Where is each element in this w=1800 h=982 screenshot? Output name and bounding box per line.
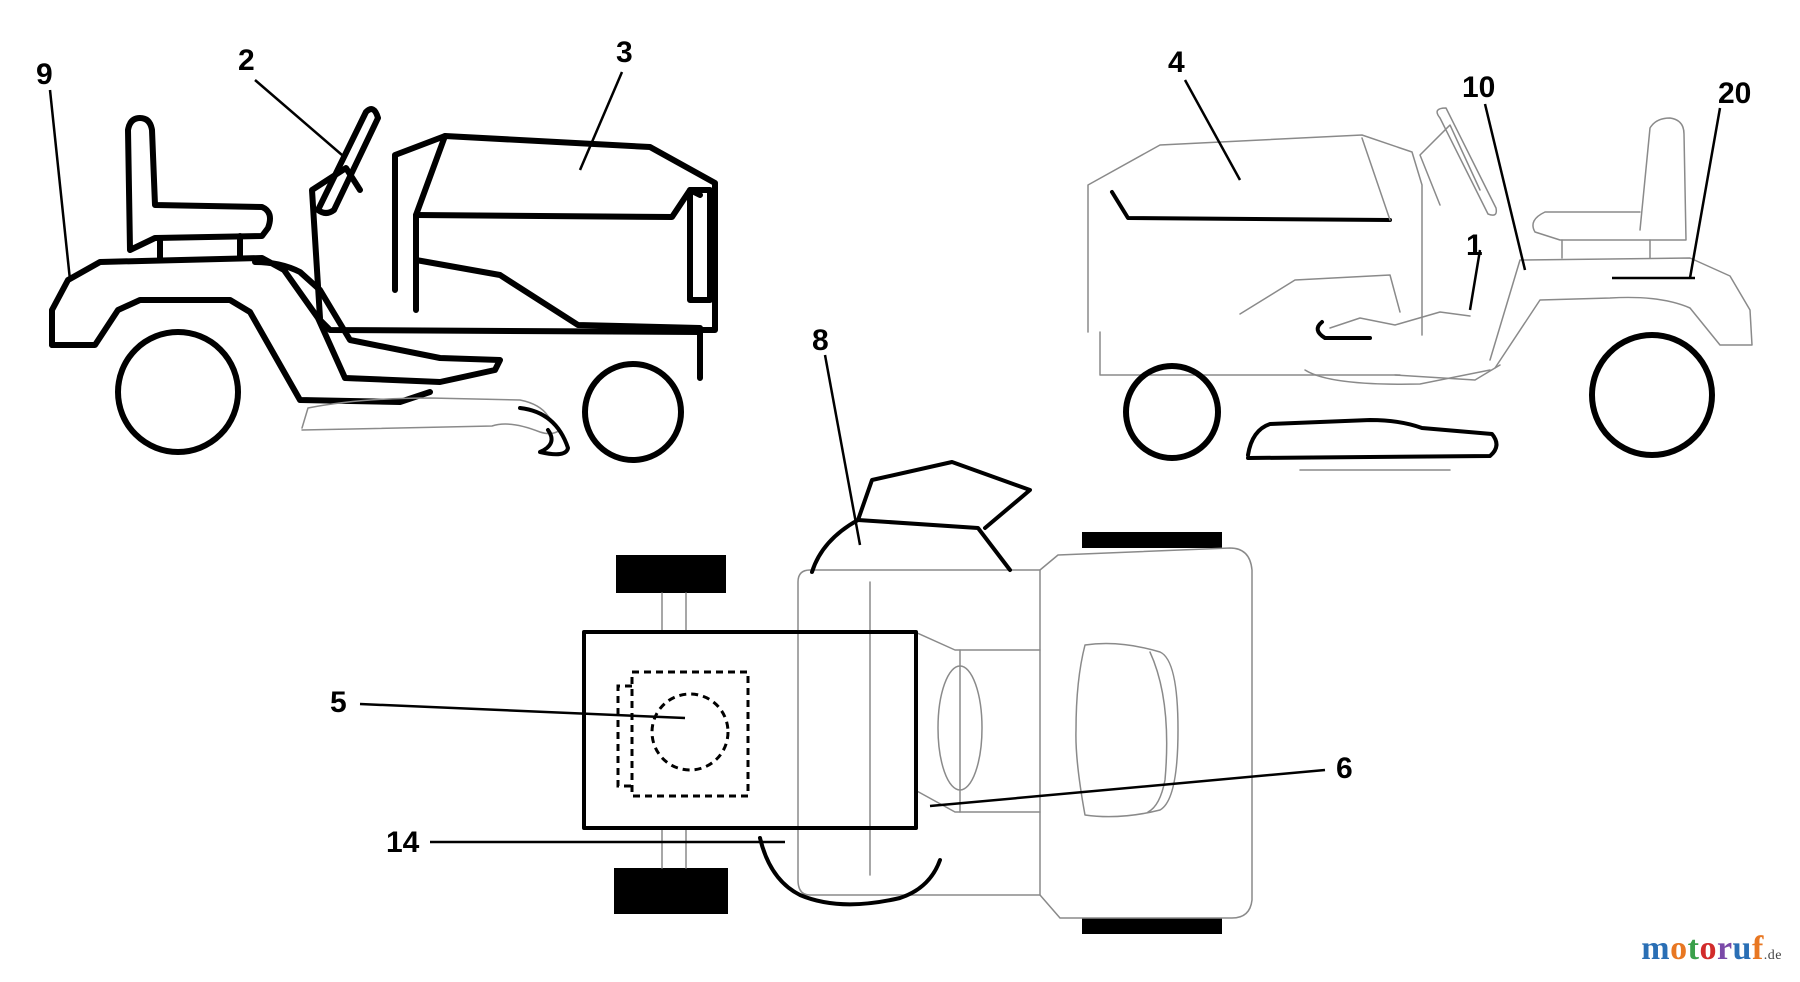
callout-3: 3 <box>616 36 633 69</box>
watermark-letter: t <box>1687 930 1700 967</box>
watermark-letter: m <box>1641 930 1671 967</box>
front-wheel-bottom <box>1082 918 1222 934</box>
callout-1: 1 <box>1466 229 1483 262</box>
callout-10: 10 <box>1462 71 1495 104</box>
callout-20: 20 <box>1718 77 1751 110</box>
tractor-left-side-view <box>49 106 718 463</box>
callout-5: 5 <box>330 686 347 719</box>
callout-6: 6 <box>1336 752 1353 785</box>
motoruf-watermark-logo: motoruf.de <box>1641 930 1782 968</box>
tractor-right-side-view <box>1087 107 1753 471</box>
watermark-letter: r <box>1716 930 1733 967</box>
callout-9: 9 <box>36 58 53 91</box>
hood-top <box>582 630 918 830</box>
watermark-letter: f <box>1751 930 1764 967</box>
callout-8: 8 <box>812 324 829 357</box>
leader-lines <box>48 71 1722 844</box>
rear-wheel-bottom-left <box>614 868 728 914</box>
rear-wheel-top-left <box>616 555 726 593</box>
watermark-letter: o <box>1670 930 1688 967</box>
callout-4: 4 <box>1168 46 1185 79</box>
front-wheel-top <box>1082 532 1222 548</box>
callout-2: 2 <box>238 44 255 77</box>
watermark-tld: .de <box>1763 948 1782 963</box>
callout-14: 14 <box>386 826 420 859</box>
watermark-letter: u <box>1732 930 1752 967</box>
watermark-letter: o <box>1699 930 1717 967</box>
callouts: 9 2 3 4 10 20 1 8 5 6 14 <box>36 36 1751 859</box>
tractor-top-view <box>582 460 1253 934</box>
